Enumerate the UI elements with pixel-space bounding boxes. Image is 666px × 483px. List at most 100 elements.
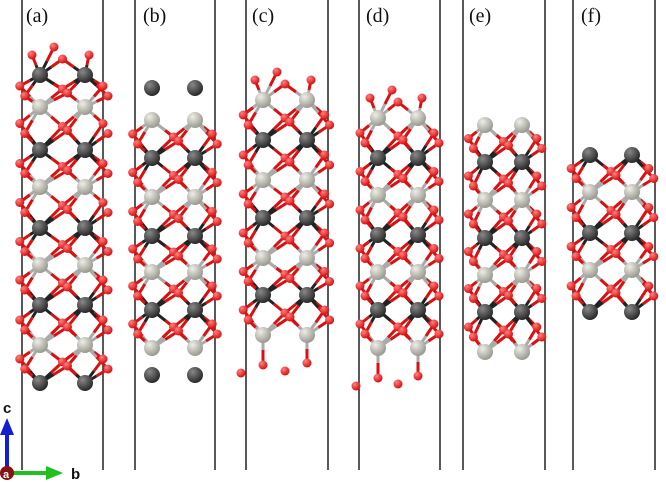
dark-metal-atom <box>410 227 426 243</box>
oxygen-atom <box>207 319 217 329</box>
panel-label: (f) <box>581 5 601 27</box>
dark-metal-atom <box>187 150 203 166</box>
oxygen-atom <box>325 120 335 130</box>
oxygen-atom <box>58 54 67 64</box>
grey-metal-atom <box>144 112 160 128</box>
grey-metal-atom <box>410 340 426 356</box>
oxygen-atom <box>398 212 408 222</box>
dark-metal-atom <box>370 227 386 243</box>
oxygen-atom <box>128 168 138 177</box>
oxygen-atom <box>243 160 253 170</box>
oxygen-atom <box>463 171 473 181</box>
grey-metal-atom <box>514 117 530 133</box>
oxygen-atom <box>49 42 59 52</box>
oxygen-atom <box>320 228 330 238</box>
grey-metal-atom <box>624 184 640 200</box>
oxygen-atom <box>133 254 143 264</box>
bonds <box>18 46 110 385</box>
panel-a: (a) <box>15 0 113 470</box>
oxygen-atom <box>15 81 25 91</box>
oxygen-atom <box>393 97 403 107</box>
grey-metal-atom <box>77 257 93 273</box>
dark-metal-atom <box>144 80 160 96</box>
c-axis-label: c <box>3 400 11 417</box>
oxygen-atom <box>504 291 513 300</box>
grey-metal-atom <box>255 250 271 266</box>
oxygen-atom <box>174 326 183 336</box>
grey-metal-atom <box>187 340 203 356</box>
oxygen-atom <box>128 207 138 216</box>
atoms <box>351 85 444 391</box>
oxygen-atom <box>320 189 330 199</box>
oxygen-atom <box>571 213 581 222</box>
panel-e: (e) <box>462 0 547 470</box>
oxygen-atom <box>644 164 654 173</box>
oxygen-atom <box>285 312 295 322</box>
dark-metal-atom <box>77 375 93 391</box>
oxygen-atom <box>250 75 260 85</box>
dark-metal-atom <box>187 367 203 383</box>
oxygen-atom <box>320 110 330 120</box>
oxygen-atom <box>128 281 138 291</box>
oxygen-atom <box>174 136 183 146</box>
oxygen-atom <box>98 119 108 128</box>
oxygen-atom <box>15 354 25 364</box>
oxygen-atom <box>15 275 25 285</box>
oxygen-atom <box>325 199 335 209</box>
oxygen-atom <box>649 213 659 222</box>
oxygen-atom <box>429 167 439 176</box>
oxygen-atom <box>413 371 423 381</box>
oxygen-atom <box>63 244 72 253</box>
oxygen-atom <box>320 305 330 315</box>
dark-metal-atom <box>32 375 48 391</box>
dark-metal-atom <box>410 302 426 318</box>
oxygen-atom <box>398 251 408 260</box>
oxygen-atom <box>285 274 295 283</box>
oxygen-atom <box>212 217 222 226</box>
oxygen-atom <box>133 329 143 339</box>
grey-metal-atom <box>370 340 386 356</box>
oxygen-atom <box>429 205 439 215</box>
grey-metal-atom <box>77 179 93 195</box>
oxygen-atom <box>429 244 439 253</box>
oxygen-atom <box>285 157 295 167</box>
oxygen-atom <box>566 281 576 291</box>
grey-metal-atom <box>370 110 386 126</box>
axis-indicator: acb <box>0 400 80 483</box>
oxygen-atom <box>212 178 222 187</box>
oxygen-atom <box>243 199 253 209</box>
oxygen-atom <box>468 257 478 266</box>
grey-metal-atom <box>144 189 160 205</box>
oxygen-atom <box>537 294 547 303</box>
grey-metal-atom <box>299 172 315 188</box>
oxygen-atom <box>236 368 246 378</box>
a-axis-label: a <box>3 469 10 481</box>
grey-metal-atom <box>32 179 48 195</box>
oxygen-atom <box>133 217 143 226</box>
atoms <box>566 147 659 320</box>
dark-metal-atom <box>624 225 640 241</box>
oxygen-atom <box>63 361 72 371</box>
dark-metal-atom <box>582 147 598 163</box>
oxygen-atom <box>84 50 94 60</box>
dark-metal-atom <box>32 220 48 236</box>
oxygen-atom <box>212 291 222 301</box>
dark-metal-atom <box>410 150 426 166</box>
oxygen-atom <box>611 210 621 219</box>
oxygen-atom <box>463 134 473 143</box>
dark-metal-atom <box>582 304 598 320</box>
grey-metal-atom <box>582 184 598 200</box>
dark-metal-atom <box>187 228 203 244</box>
oxygen-atom <box>98 237 108 246</box>
oxygen-atom <box>103 285 113 295</box>
grey-metal-atom <box>624 262 640 278</box>
dark-metal-atom <box>514 154 530 170</box>
oxygen-atom <box>207 168 217 177</box>
oxygen-atom <box>468 144 478 153</box>
oxygen-atom <box>103 169 113 178</box>
oxygen-atom <box>207 244 217 254</box>
oxygen-atom <box>537 257 547 266</box>
oxygen-atom <box>566 203 576 212</box>
oxygen-atom <box>320 150 330 160</box>
oxygen-atom <box>27 50 37 60</box>
